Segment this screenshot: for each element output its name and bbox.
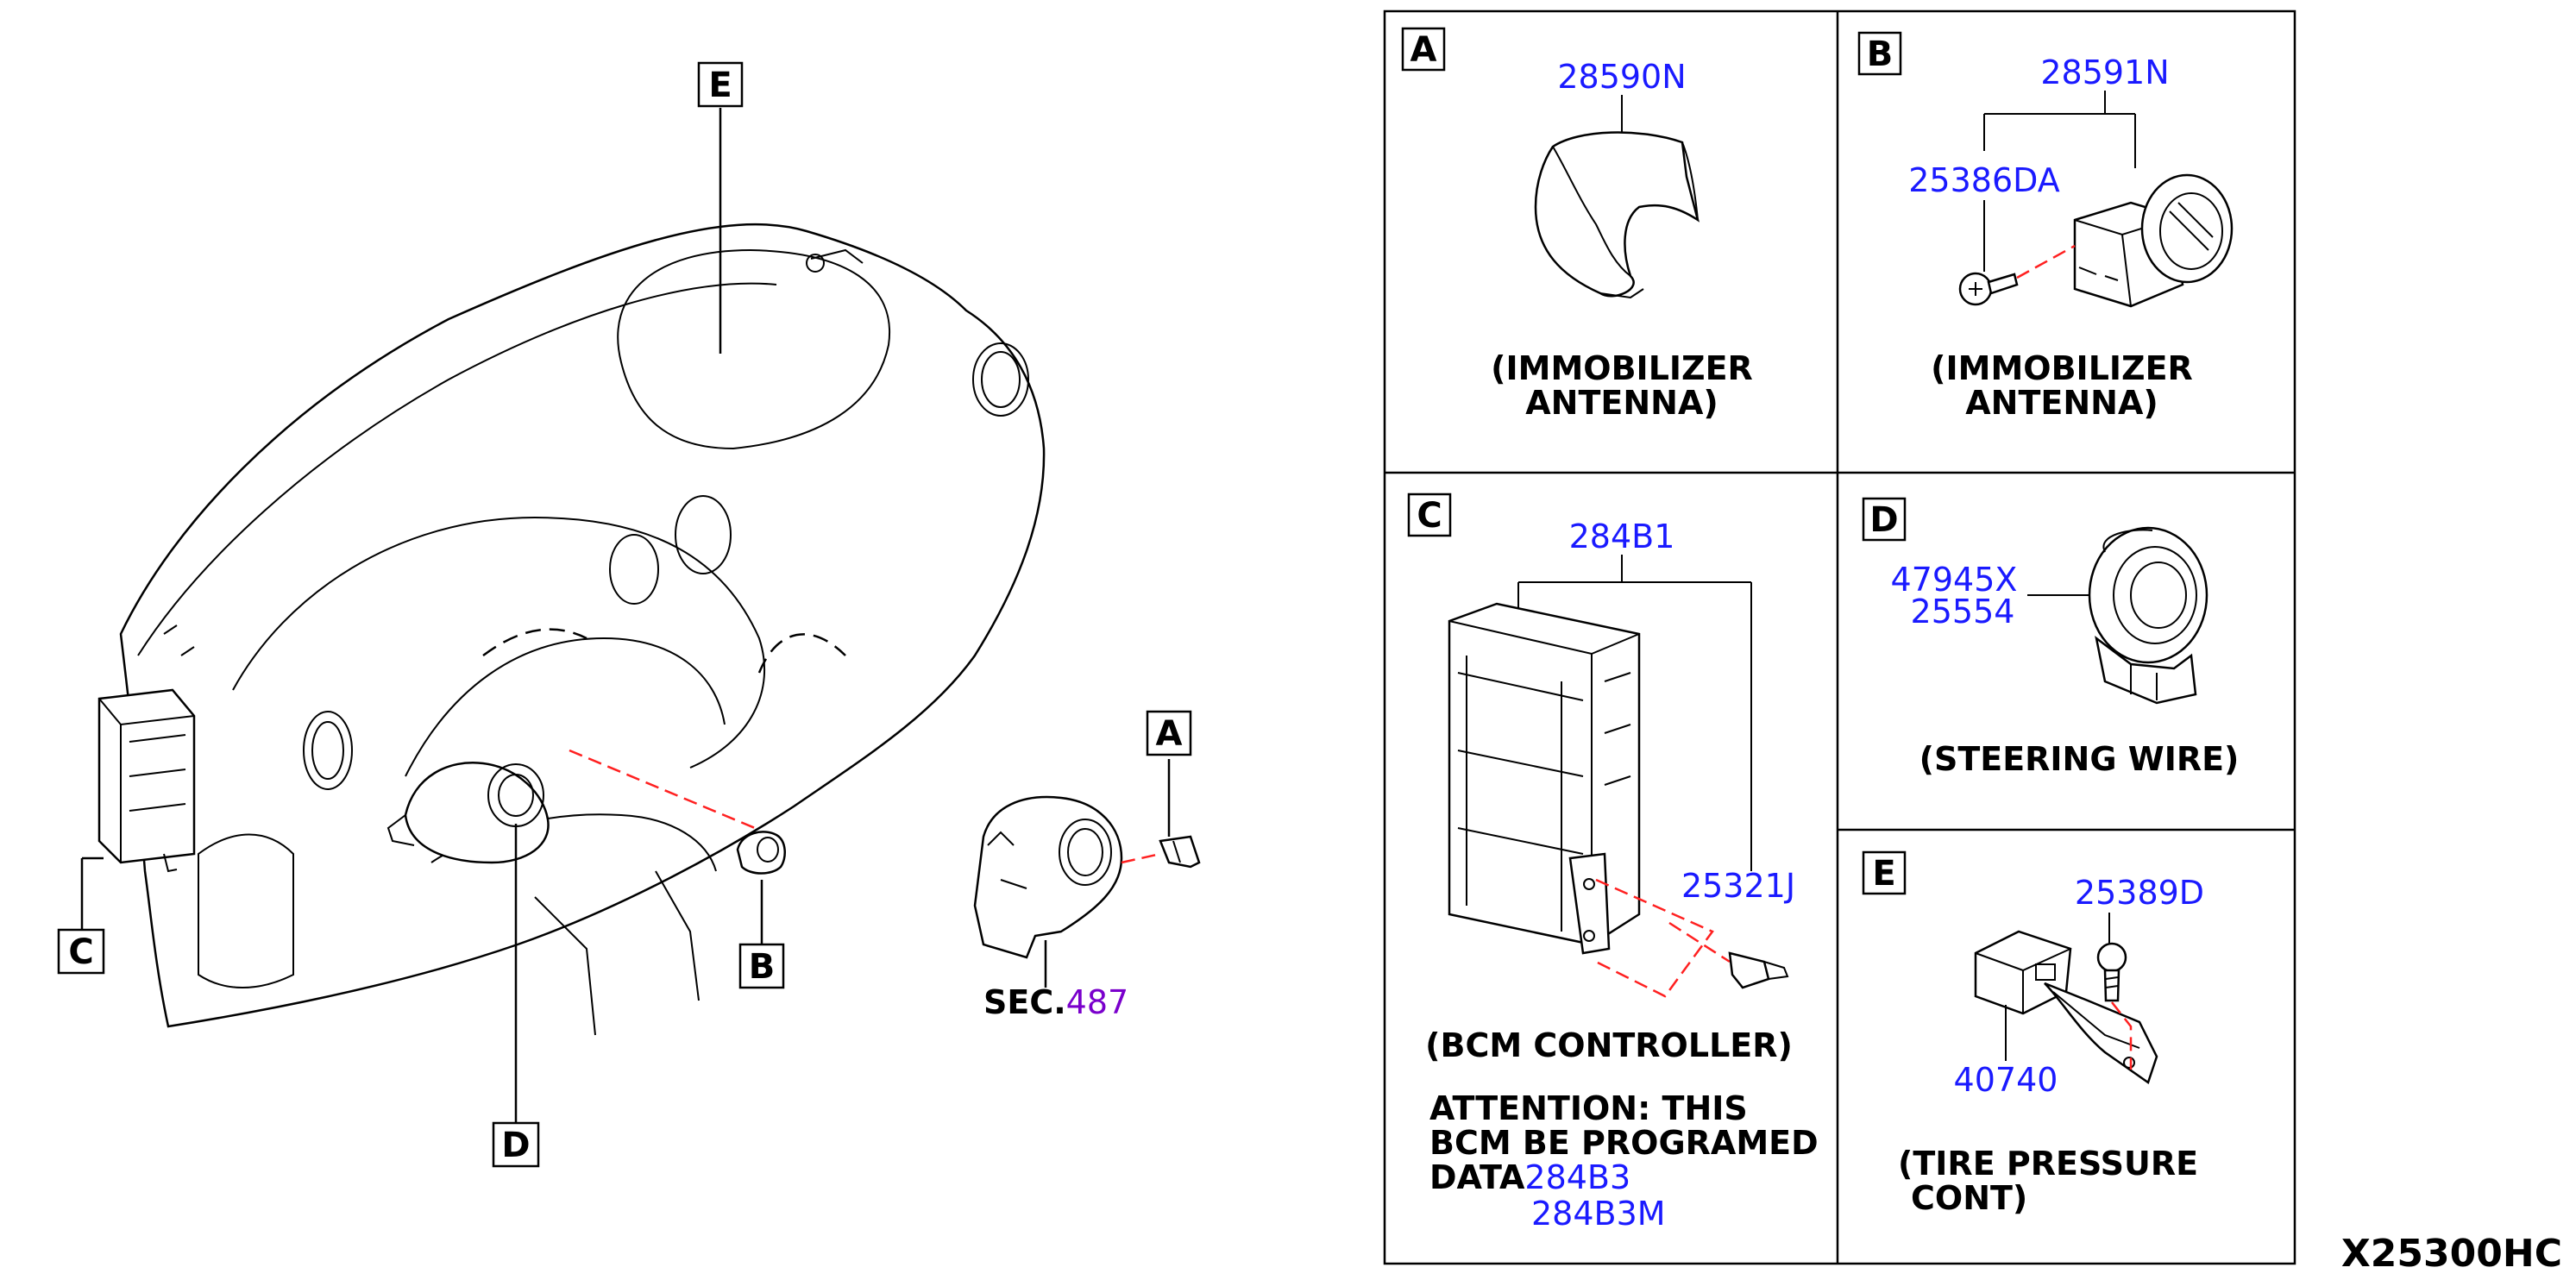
panel-a: A 28590N (IMMOBILIZER ANTENNA) [1401, 27, 1753, 422]
panel-e-letter: E [1872, 854, 1895, 894]
bolt-icon [1728, 951, 1789, 989]
bcm-controller-box [1448, 602, 1641, 955]
dashboard-overview [80, 108, 1201, 1130]
svg-text:DATA284B3: DATA284B3 [1429, 1158, 1630, 1196]
steering-wire-coil [2088, 526, 2208, 705]
sec-prefix: SEC. [983, 983, 1066, 1021]
panel-c: C 284B1 25321J (BCM CONTROLLER) ATTENTIO… [1407, 493, 1819, 1233]
panel-d-part-2: 25554 [1911, 593, 2015, 631]
callout-d-label: D [501, 1126, 530, 1165]
panel-b-caption-1: (IMMOBILIZER [1931, 349, 2193, 387]
panel-b-part-screw: 25386DA [1908, 161, 2059, 199]
panel-a-caption-1: (IMMOBILIZER [1491, 349, 1753, 387]
panel-e-caption-2: CONT) [1911, 1179, 2027, 1217]
callout-a-label: A [1156, 714, 1183, 754]
panel-d-letter: D [1869, 500, 1898, 540]
callout-a: A [1146, 710, 1192, 756]
panel-d: D 47945X 25554 (STEERING WIRE) [1862, 497, 2240, 778]
panel-a-letter: A [1411, 30, 1437, 70]
panel-b-letter: B [1867, 35, 1894, 74]
callout-b: B [738, 943, 785, 989]
callout-c: C [57, 928, 105, 975]
section-reference: SEC.487 [983, 983, 1128, 1021]
immobilizer-antenna-housing [2073, 173, 2234, 308]
panel-c-caption: (BCM CONTROLLER) [1425, 1026, 1793, 1064]
panel-d-caption: (STEERING WIRE) [1919, 740, 2240, 778]
panel-c-attention-1: ATTENTION: THIS [1429, 1089, 1748, 1127]
detail-grid [1383, 9, 2296, 1265]
panel-b: B 28591N 25386DA (IMMOBILIZER ANTENNA) [1857, 31, 2234, 422]
callout-e: E [697, 61, 744, 108]
panel-c-letter: C [1417, 496, 1442, 536]
callout-e-label: E [708, 66, 732, 105]
panel-c-attention-2: BCM BE PROGRAMED [1429, 1124, 1819, 1162]
panel-e: E 25389D 40740 (TIRE PRESSURE CONT) [1862, 850, 2204, 1217]
panel-c-part-bolt: 25321J [1681, 867, 1795, 905]
callout-b-label: B [749, 947, 776, 987]
diagram-code: X25300HC [2341, 1232, 2562, 1276]
panel-c-part-data-1: 284B3 [1524, 1158, 1630, 1196]
svg-text:SEC.487: SEC.487 [983, 983, 1128, 1021]
panel-e-part-main: 40740 [1954, 1061, 2058, 1099]
bolt-icon [2096, 942, 2127, 1002]
panel-d-part-1: 47945X [1891, 561, 2018, 599]
panel-a-part: 28590N [1557, 58, 1686, 96]
callout-c-label: C [68, 932, 93, 972]
panel-c-attention-3: DATA [1429, 1158, 1525, 1196]
panel-e-caption-1: (TIRE PRESSURE [1898, 1145, 2198, 1183]
screw-icon [1958, 272, 2019, 306]
panel-e-part-bolt: 25389D [2075, 874, 2204, 912]
sec-number: 487 [1066, 983, 1129, 1021]
panel-c-part-data-2: 284B3M [1531, 1195, 1666, 1233]
panel-c-part-main: 284B1 [1569, 518, 1675, 555]
callout-d: D [492, 1121, 540, 1168]
panel-a-caption-2: ANTENNA) [1525, 384, 1718, 422]
immobilizer-antenna-ring [1534, 131, 1700, 299]
tire-pressure-controller [1974, 930, 2158, 1084]
panel-b-caption-2: ANTENNA) [1965, 384, 2158, 422]
panel-b-part-main: 28591N [2040, 53, 2169, 91]
